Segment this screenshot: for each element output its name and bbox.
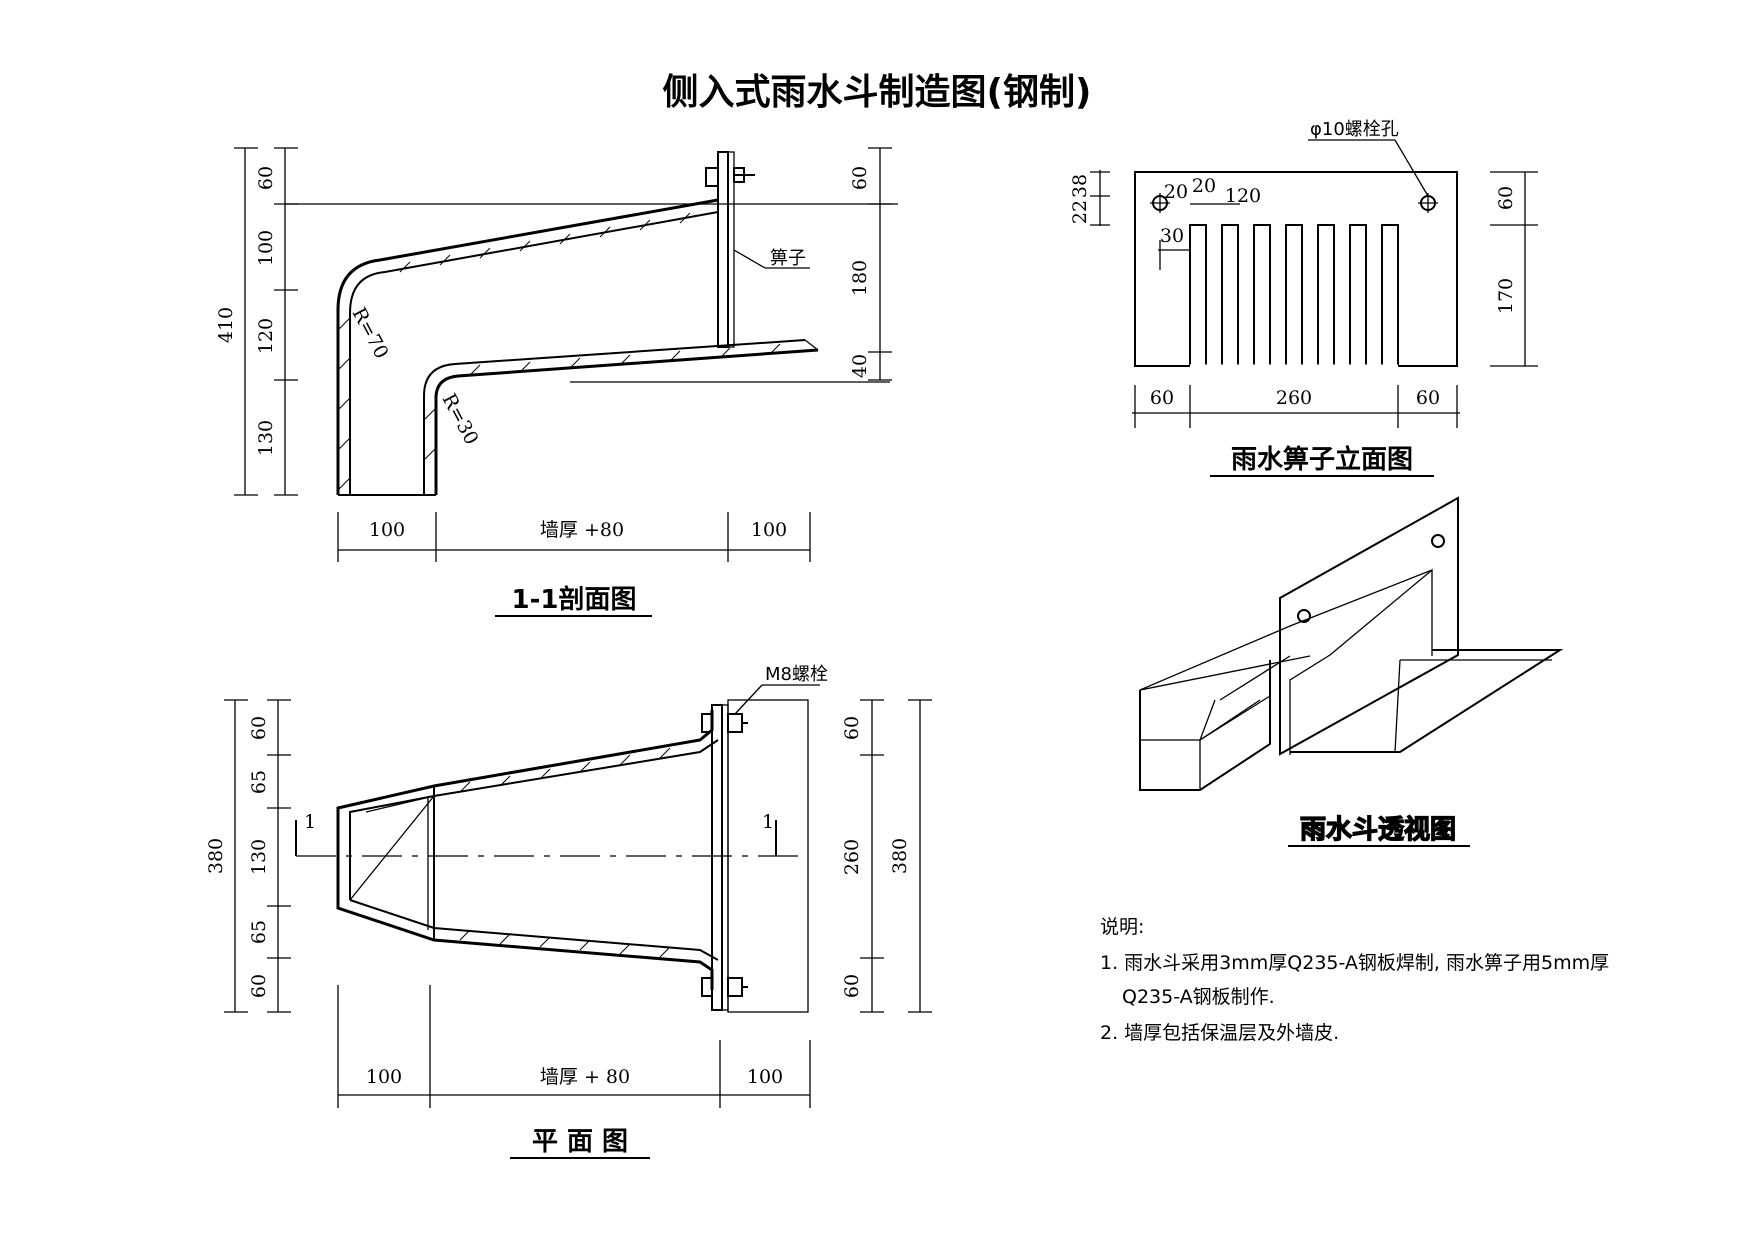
notes-line-1: 1. 雨水斗采用3mm厚Q235-A钢板焊制, 雨水箅子用5mm厚 bbox=[1100, 952, 1610, 974]
plan-dim-65a: 65 bbox=[248, 770, 270, 794]
grate-dim-120: 120 bbox=[1225, 185, 1261, 207]
perspective-view: 雨水斗透视图 bbox=[1139, 496, 1564, 847]
plan-rdim-260: 260 bbox=[841, 839, 863, 875]
plan-right-total: 380 bbox=[889, 838, 911, 874]
grate-dim-30: 30 bbox=[1160, 225, 1184, 247]
section-rdim-60: 60 bbox=[849, 166, 871, 190]
plan-dim-65b: 65 bbox=[248, 920, 270, 944]
section-bdim-wall: 墙厚 +80 bbox=[540, 519, 624, 541]
notes-line-2: 2. 墙厚包括保温层及外墙皮. bbox=[1100, 1022, 1340, 1044]
section-view: 410 60 100 120 130 bbox=[215, 147, 898, 617]
section-dim-130: 130 bbox=[255, 420, 277, 456]
section-dim-60: 60 bbox=[255, 166, 277, 190]
grate-bdim-60b: 60 bbox=[1416, 387, 1440, 409]
grate-elevation: φ10螺栓孔 20 20 120 30 22 38 60 170 bbox=[1069, 119, 1538, 477]
bolt-label: M8螺栓 bbox=[765, 664, 828, 685]
plan-bdim-wall: 墙厚 + 80 bbox=[540, 1066, 630, 1088]
notes-line-1b: Q235-A钢板制作. bbox=[1122, 986, 1275, 1008]
section-rdim-180: 180 bbox=[849, 260, 871, 296]
section-rdim-40: 40 bbox=[849, 354, 871, 378]
grate-caption: 雨水箅子立面图 bbox=[1231, 444, 1413, 475]
plan-left-total: 380 bbox=[205, 838, 227, 874]
sheet-title: 侧入式雨水斗制造图(钢制) bbox=[663, 72, 1092, 113]
section-bdim-100a: 100 bbox=[369, 519, 405, 541]
section-caption: 1-1剖面图 bbox=[512, 584, 637, 615]
section-total-dim: 410 bbox=[215, 307, 237, 343]
radius-30: R=30 bbox=[438, 390, 483, 448]
plan-dim-60a: 60 bbox=[248, 716, 270, 740]
section-mark-left: 1 bbox=[304, 811, 316, 833]
plan-bdim-100a: 100 bbox=[366, 1066, 402, 1088]
section-dim-100: 100 bbox=[255, 230, 277, 266]
grate-bdim-60a: 60 bbox=[1150, 387, 1174, 409]
plan-caption: 平 面 图 bbox=[532, 1127, 628, 1157]
section-mark-right: 1 bbox=[762, 811, 774, 833]
hole-label: φ10螺栓孔 bbox=[1310, 119, 1399, 140]
plan-bdim-100b: 100 bbox=[747, 1066, 783, 1088]
plan-dim-130: 130 bbox=[248, 839, 270, 875]
grate-rdim-60: 60 bbox=[1495, 186, 1517, 210]
plan-view: 380 60 65 130 65 60 bbox=[205, 664, 932, 1159]
grate-label: 箅子 bbox=[770, 248, 806, 269]
grate-dim-20b: 20 bbox=[1192, 175, 1216, 197]
section-bdim-100b: 100 bbox=[751, 519, 787, 541]
section-dim-120: 120 bbox=[255, 318, 277, 354]
grate-ldim-22: 22 bbox=[1069, 200, 1091, 224]
grate-bdim-260: 260 bbox=[1276, 387, 1312, 409]
radius-70: R=70 bbox=[348, 304, 393, 362]
grate-rdim-170: 170 bbox=[1495, 278, 1517, 314]
grate-ldim-38: 38 bbox=[1069, 174, 1091, 198]
plan-rdim-60b: 60 bbox=[841, 974, 863, 998]
grate-dim-20a: 20 bbox=[1164, 181, 1188, 203]
plan-dim-60b: 60 bbox=[248, 974, 270, 998]
perspective-caption: 雨水斗透视图 bbox=[1300, 815, 1456, 845]
notes-heading: 说明: bbox=[1100, 916, 1145, 938]
plan-rdim-60a: 60 bbox=[841, 716, 863, 740]
